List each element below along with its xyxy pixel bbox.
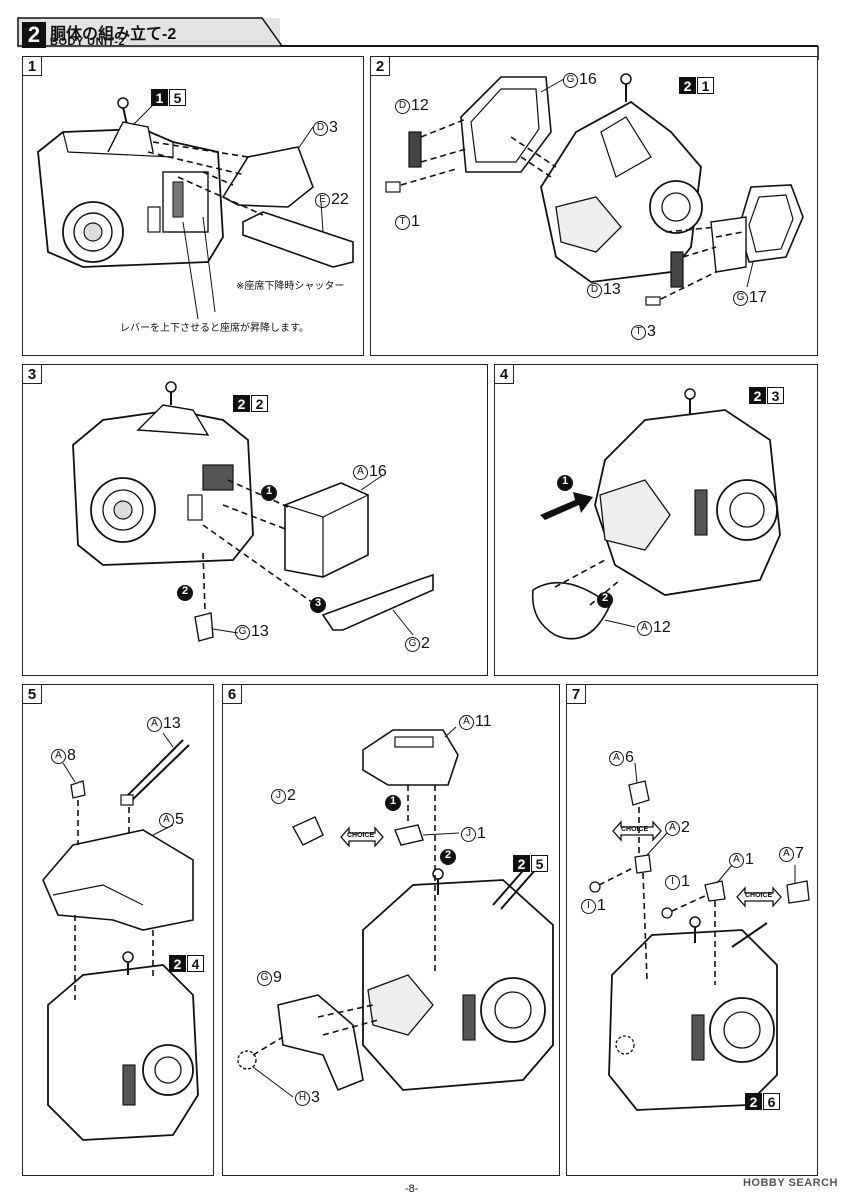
page-number: -8- [405,1183,419,1195]
order-marker-2: 2 [445,849,452,861]
header-tab-shape [17,17,819,60]
step-panel-6: 6 1 2 CHOICE [222,684,560,1176]
step-number: 2 [370,56,390,76]
step-3-illustration [72,381,434,642]
step-1-illustration [37,97,354,320]
step-number: 3 [22,364,42,384]
section-number-badge: 2 [22,22,46,48]
note-lever: レバーを上下させると座席が昇降します。 [120,323,309,334]
order-marker-3: 3 [315,597,322,609]
step-number: 7 [566,684,586,704]
order-marker-1: 1 [266,485,273,497]
step-5-illustration [42,732,199,1141]
order-marker-2: 2 [602,592,609,604]
step-panel-7: 7 CHOICE CHOICE [566,684,818,1176]
step-number: 5 [22,684,42,704]
step-number: 1 [22,56,42,76]
order-marker-2: 2 [182,585,189,597]
step-6-illustration [237,726,554,1098]
step-4-illustration [531,388,781,640]
choice-label-upper: CHOICE [621,826,649,833]
choice-label-lower: CHOICE [745,892,773,899]
note-shutter: ※座席下降時シャッター [236,281,345,292]
section-title-en: BODY UNIT-2 [50,36,125,48]
order-marker-1: 1 [390,795,397,807]
choice-label: CHOICE [347,832,375,839]
section-title-jp: 胴体の組み立て-2 [50,26,177,43]
step-number: 4 [494,364,514,384]
watermark: HOBBY SEARCH [742,1177,838,1189]
step-2-illustration [385,73,804,306]
step-number: 6 [222,684,242,704]
order-marker-1: 1 [562,475,569,487]
step-7-illustration [589,762,810,1111]
